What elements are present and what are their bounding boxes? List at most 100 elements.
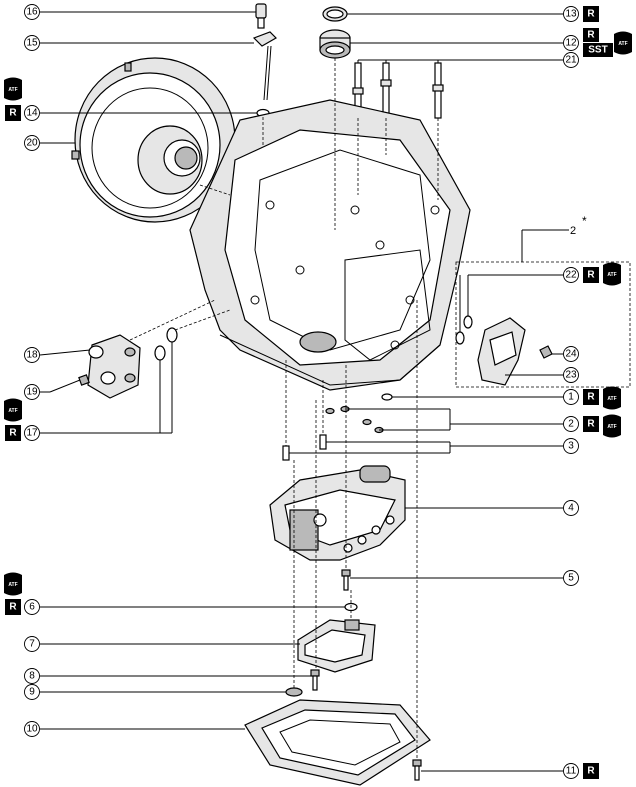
callout-12: 12: [563, 35, 579, 51]
atf-fluid-icon: ATF: [603, 262, 621, 286]
bolt-11: [412, 759, 422, 781]
svg-text:ATF: ATF: [618, 41, 627, 47]
svg-text:ATF: ATF: [607, 396, 616, 402]
svg-text:R: R: [587, 392, 595, 403]
bolt-19: [49, 374, 90, 393]
svg-text:R: R: [587, 9, 595, 20]
svg-text:SST: SST: [588, 45, 607, 56]
callout-13: 13: [563, 6, 579, 22]
callout-4: 4: [563, 500, 579, 516]
callout-2-star: 2 *: [570, 214, 587, 237]
atf-fluid-icon: ATF: [614, 31, 632, 55]
svg-text:R: R: [587, 419, 595, 430]
replace-badge: R: [5, 599, 21, 615]
svg-text:3: 3: [568, 441, 574, 452]
callout-18: 18: [24, 347, 40, 363]
seal-2a: [325, 407, 335, 415]
o-ring-1: [381, 393, 393, 401]
svg-text:ATF: ATF: [607, 424, 616, 430]
svg-text:10: 10: [26, 724, 38, 735]
callout-9: 9: [24, 684, 40, 700]
callout-23: 23: [563, 367, 579, 383]
svg-text:14: 14: [26, 108, 38, 119]
svg-text:R: R: [9, 428, 17, 439]
callout-15: 15: [24, 35, 40, 51]
replace-badge: R: [583, 416, 599, 432]
svg-text:8: 8: [29, 671, 35, 682]
svg-text:15: 15: [26, 38, 38, 49]
bolt-5: [341, 569, 351, 591]
callout-8: 8: [24, 668, 40, 684]
svg-text:2: 2: [568, 419, 574, 430]
svg-text:R: R: [9, 108, 17, 119]
atf-fluid-icon: ATF: [603, 386, 621, 410]
svg-text:21: 21: [565, 55, 577, 66]
svg-text:5: 5: [568, 573, 574, 584]
svg-text:4: 4: [568, 503, 574, 514]
callout-17: 17: [24, 425, 40, 441]
callout-10: 10: [24, 721, 40, 737]
callout-20: 20: [24, 135, 40, 151]
washer-9: [285, 687, 303, 697]
svg-text:ATF: ATF: [8, 408, 17, 414]
replace-badge: R: [583, 28, 599, 42]
leader-lines: [39, 11, 563, 772]
svg-text:R: R: [587, 766, 595, 777]
svg-text:12: 12: [565, 38, 577, 49]
svg-text:17: 17: [26, 428, 38, 439]
atf-fluid-icon: ATF: [4, 572, 22, 596]
bolt-8: [310, 669, 320, 691]
svg-text:19: 19: [26, 387, 38, 398]
replace-badge: R: [583, 267, 599, 283]
svg-text:R: R: [9, 602, 17, 613]
oil-level-gauge: [252, 3, 277, 101]
replace-badge: R: [5, 425, 21, 441]
callout-16: 16: [24, 4, 40, 20]
callout-14: 14: [24, 105, 40, 121]
callout-22: 22: [563, 267, 579, 283]
callout-6: 6: [24, 599, 40, 615]
control-valve-body: [269, 465, 406, 561]
atf-fluid-icon: ATF: [603, 414, 621, 438]
o-ring-17b: [154, 345, 166, 361]
svg-text:1: 1: [568, 392, 574, 403]
oil-strainer: [297, 619, 376, 673]
svg-text:11: 11: [566, 766, 577, 777]
atf-fluid-icon: ATF: [4, 77, 22, 101]
callout-7: 7: [24, 636, 40, 652]
callout-2: 2: [563, 416, 579, 432]
alignment-lines: [129, 58, 439, 760]
seal-2c: [362, 418, 372, 426]
callout-3: 3: [563, 438, 579, 454]
oil-cooler: [87, 334, 141, 399]
svg-text:23: 23: [565, 370, 577, 381]
svg-text:16: 16: [26, 7, 38, 18]
svg-text:13: 13: [565, 9, 577, 20]
replace-badge: R: [5, 105, 21, 121]
transaxle-case: [189, 99, 471, 391]
svg-text:20: 20: [26, 138, 38, 149]
callout-1: 1: [563, 389, 579, 405]
svg-text:ATF: ATF: [8, 87, 17, 93]
torque-converter: [71, 57, 236, 223]
atf-fluid-icon: ATF: [4, 398, 22, 422]
callout-5: 5: [563, 570, 579, 586]
svg-text:9: 9: [29, 687, 35, 698]
sst-badge: SST: [583, 43, 613, 57]
replace-badge: R: [583, 763, 599, 779]
callout-11: 11: [563, 763, 579, 779]
svg-text:18: 18: [26, 350, 38, 361]
oil-pan: [244, 699, 431, 786]
callout-21: 21: [563, 52, 579, 68]
pin-3b: [282, 445, 290, 461]
svg-text:2: 2: [570, 225, 576, 237]
svg-text:7: 7: [29, 639, 35, 650]
detail-box: [455, 229, 631, 388]
replace-badge: R: [583, 6, 599, 22]
clamp-and-seal: [319, 6, 351, 59]
svg-text:R: R: [587, 30, 595, 41]
callout-19: 19: [24, 384, 40, 400]
replace-badge: R: [583, 389, 599, 405]
svg-text:24: 24: [565, 349, 577, 360]
svg-text:*: *: [582, 214, 587, 228]
